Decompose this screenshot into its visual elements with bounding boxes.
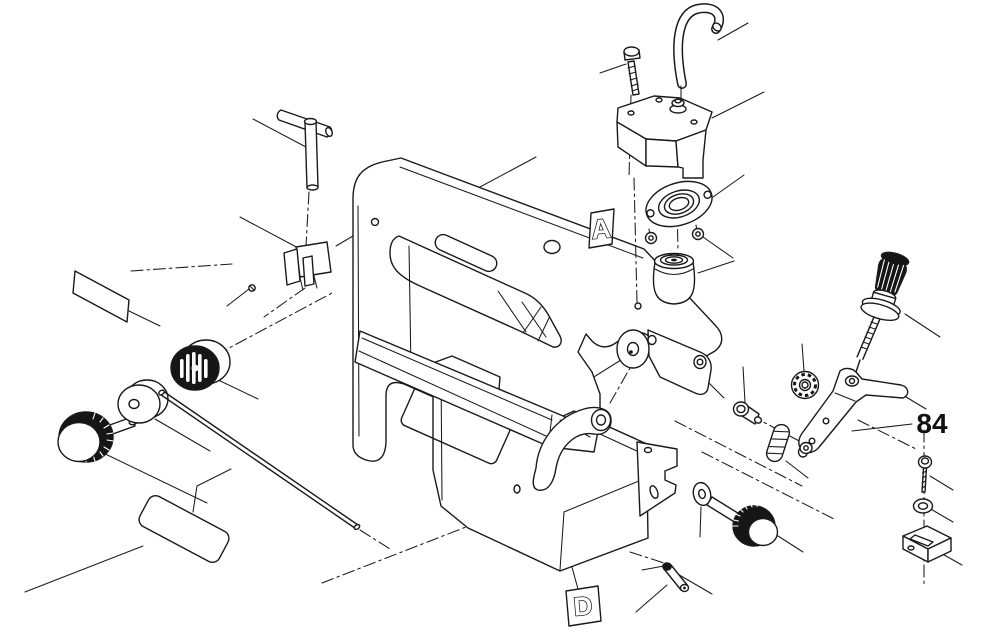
- flange-bearing: [645, 180, 713, 228]
- rocker-link: [532, 406, 612, 491]
- blade-clamp-plate: [902, 525, 952, 563]
- arm-axis-line: [633, 177, 638, 303]
- cover-screw: [623, 46, 641, 96]
- clip-screw: [248, 284, 256, 292]
- clamp-screw-right: [917, 455, 933, 493]
- speed-dial-wheel: [170, 339, 231, 391]
- tension-lever: [797, 367, 909, 458]
- section-label-a: A: [588, 208, 615, 249]
- flat-washer-left: [117, 379, 169, 424]
- part-number-84: 84: [916, 408, 948, 439]
- guide-rod: [158, 389, 361, 531]
- label-plate-left: [72, 270, 130, 323]
- section-label-d-text: D: [572, 590, 593, 622]
- roller-pin: [662, 562, 690, 593]
- wrench-holder-clip: [283, 241, 332, 291]
- shoulder-bolt: [732, 401, 763, 425]
- ball-bearing: [790, 370, 820, 400]
- arm-pivot-hub: [616, 329, 650, 369]
- blower-hose: [673, 3, 725, 100]
- section-label-d: D: [565, 585, 602, 627]
- arm-tip-bracket: [647, 329, 712, 396]
- mounting-bracket: [636, 441, 678, 517]
- compression-spring: [765, 423, 791, 463]
- label-plate-lower-left: [138, 494, 230, 564]
- link-axis-line: [609, 367, 631, 404]
- gearbox-cover: [616, 95, 713, 179]
- arm-window: [389, 235, 562, 348]
- spacer-bushing: [652, 252, 696, 305]
- hex-wrench: [276, 109, 333, 191]
- tension-knob: [860, 251, 910, 322]
- tension-rod: [852, 316, 881, 382]
- flat-washer-right: [912, 498, 934, 514]
- section-label-a-text: A: [590, 213, 612, 245]
- clamp-knob-bottom: [706, 496, 779, 547]
- flat-washer-bottom: [692, 481, 712, 507]
- bearing-screw: [644, 224, 705, 245]
